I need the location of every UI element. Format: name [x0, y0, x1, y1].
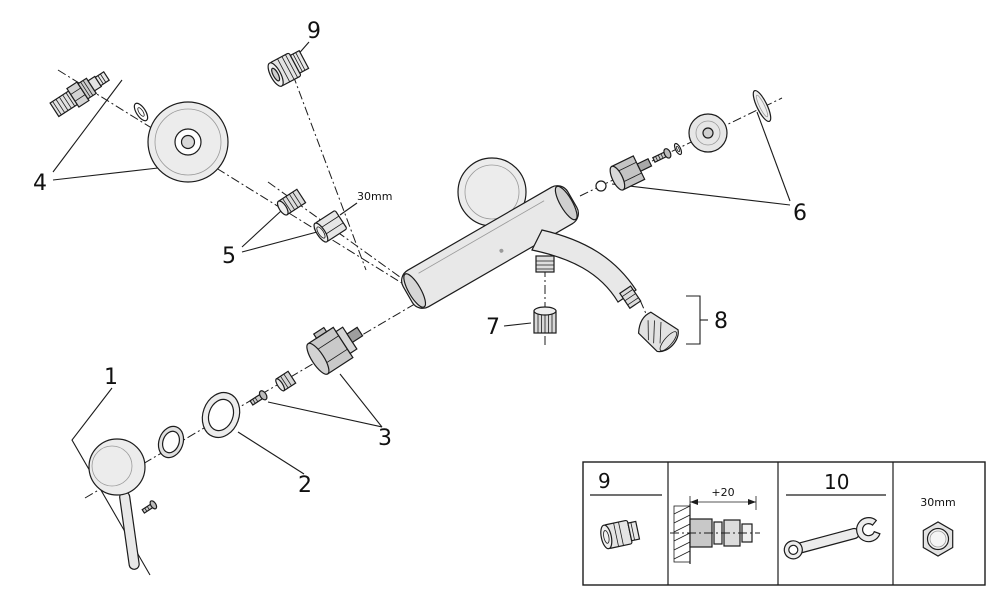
- callout-9: 9: [307, 19, 321, 44]
- wrench-icon: [783, 517, 881, 560]
- part3-adapter: [275, 370, 297, 392]
- part6-cover-ring: [752, 89, 772, 123]
- callout-2: 2: [298, 473, 312, 498]
- part1-screw: [141, 500, 158, 514]
- legend-box: 9: [582, 461, 986, 586]
- part4-escutcheon: [147, 101, 229, 183]
- callout-7: 7: [486, 315, 500, 340]
- nut-icon: [922, 521, 954, 557]
- part6-washer: [673, 142, 683, 156]
- part6-screw: [652, 148, 672, 163]
- faucet-body: [401, 185, 642, 310]
- part6-group: [595, 89, 772, 192]
- part6-tip: [595, 180, 607, 192]
- shower-outlet-boss: [535, 255, 555, 273]
- part5-insert: [276, 188, 307, 216]
- callout-4: 4: [33, 171, 47, 196]
- part6-cartridge: [609, 155, 653, 191]
- legend-part9-label: 9: [598, 469, 611, 493]
- legend-part10-label: 10: [824, 470, 849, 494]
- part1-handle: [88, 438, 158, 570]
- spout: [531, 229, 637, 303]
- part5-group: [276, 188, 347, 243]
- legend-dimension-label: +20: [711, 486, 734, 499]
- part2-rings: [157, 391, 241, 459]
- callout-3: 3: [378, 426, 392, 451]
- part9-connector: [267, 49, 310, 87]
- legend-part9-icon: [600, 519, 641, 550]
- callout-6: 6: [793, 201, 807, 226]
- part7-check-valve: [533, 306, 557, 334]
- part8-spout-end: [637, 311, 679, 353]
- legend-install-drawing: +20: [670, 486, 760, 564]
- wall-escutcheon: [457, 157, 527, 227]
- part4-s-union: [49, 70, 229, 183]
- callout-8: 8: [714, 309, 728, 334]
- part4-washer: [133, 102, 149, 122]
- legend-nut-size-label: 30mm: [920, 496, 955, 509]
- leader-lines: [52, 41, 791, 576]
- callout-5: 5: [222, 244, 236, 269]
- part6-cap: [688, 113, 728, 153]
- callouts: 4 9 5 6 7 8 1 2 3 30mm: [33, 19, 807, 498]
- callout-1: 1: [104, 365, 118, 390]
- part3-group: [249, 326, 364, 406]
- part5-nut: [313, 210, 347, 243]
- spout-thread: [618, 285, 642, 310]
- nut-size-label: 30mm: [357, 190, 392, 203]
- part3-screw: [249, 390, 268, 406]
- part3-cartridge: [306, 326, 364, 375]
